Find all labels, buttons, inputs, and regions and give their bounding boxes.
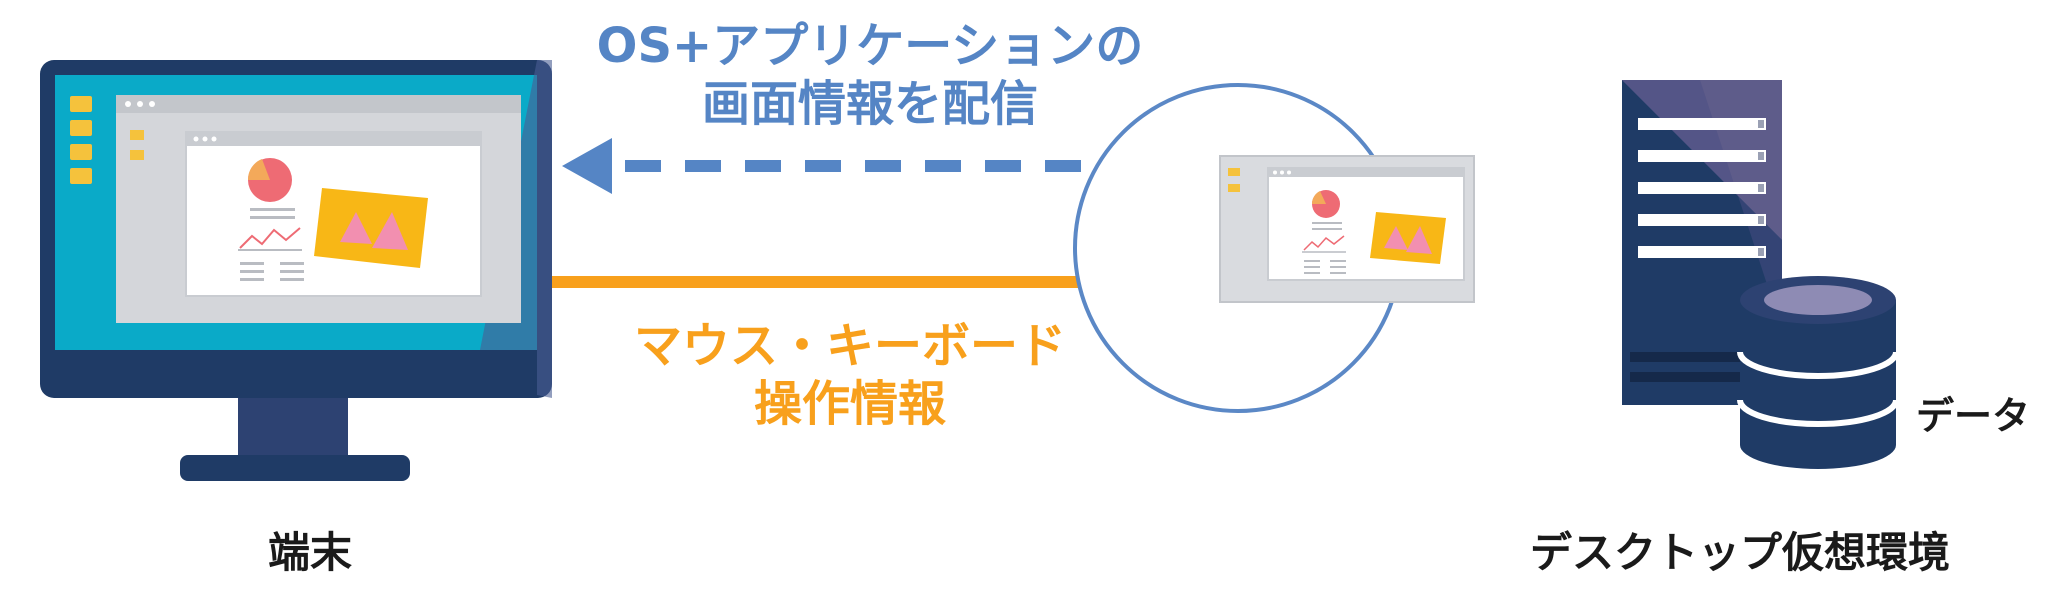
image-icon bbox=[314, 188, 428, 268]
input-info-label-line1: マウス・キーボード bbox=[633, 318, 1066, 374]
data-label: データ bbox=[1915, 394, 2030, 438]
screen-preview-bubble bbox=[1073, 83, 1475, 413]
terminal-label: 端末 bbox=[267, 528, 352, 577]
screen-delivery-label-line3: 画面情報を配信 bbox=[701, 75, 1038, 132]
monitor-icon bbox=[40, 60, 552, 481]
line-chart-icon bbox=[238, 227, 302, 251]
screen-delivery-label-line1: OS+アプリケーション bbox=[596, 18, 1096, 74]
database-icon bbox=[1737, 276, 1899, 469]
input-info-label: マウス・キーボード 操作情報 bbox=[610, 318, 1090, 433]
screen-delivery-label-line2: の bbox=[1095, 18, 1144, 74]
pie-chart-icon bbox=[247, 158, 292, 202]
virtual-desktop-label: デスクトップ仮想環境 bbox=[1529, 528, 1950, 577]
server-icon bbox=[1622, 80, 1782, 405]
screen-delivery-arrow bbox=[562, 138, 1165, 194]
input-info-label-line2: 操作情報 bbox=[753, 375, 946, 432]
screen-delivery-label: OS+アプリケーションの 画面情報を配信 bbox=[570, 18, 1170, 133]
folder-icon bbox=[70, 96, 92, 184]
